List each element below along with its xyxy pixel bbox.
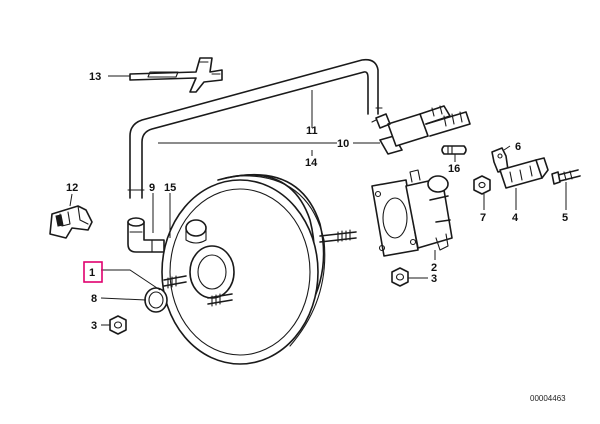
callout-3-left: 3 <box>91 320 97 332</box>
callout-6: 6 <box>515 141 521 153</box>
callout-2: 2 <box>431 262 437 274</box>
part-4-vacuum-sensor[interactable] <box>499 157 549 189</box>
part-9-elbow-connector[interactable] <box>127 217 165 253</box>
callout-4: 4 <box>512 212 519 224</box>
callout-5: 5 <box>562 212 568 224</box>
part-3-nut-right[interactable] <box>391 267 409 287</box>
part-11-vacuum-hose[interactable] <box>127 58 383 199</box>
part-13-bracket[interactable] <box>129 57 223 93</box>
callout-7: 7 <box>480 212 486 224</box>
callout-12: 12 <box>66 182 78 194</box>
callout-9: 9 <box>149 182 155 194</box>
callout-14: 14 <box>305 157 318 169</box>
diagram-reference-number: 00004463 <box>530 394 566 403</box>
part-10-check-valve[interactable] <box>371 105 471 155</box>
leader-lines <box>69 75 567 326</box>
part-8-o-ring[interactable] <box>144 287 168 313</box>
callout-15: 15 <box>164 182 176 194</box>
part-16-pin[interactable] <box>441 145 467 155</box>
callout-1: 1 <box>89 267 95 279</box>
callout-8: 8 <box>91 293 97 305</box>
part-2-flange-mount[interactable] <box>371 169 453 257</box>
callout-10: 10 <box>337 138 349 150</box>
part-1-brake-booster[interactable] <box>161 174 357 365</box>
part-3-nut-left[interactable] <box>109 315 127 335</box>
part-5-fitting[interactable] <box>551 169 581 185</box>
part-7-nut[interactable] <box>473 175 491 195</box>
callouts: 13 11 10 14 16 6 12 9 15 7 4 5 2 3 8 3 1 <box>66 71 568 332</box>
callout-1-highlight <box>83 261 103 283</box>
callout-16: 16 <box>448 163 460 175</box>
callout-13: 13 <box>89 71 101 83</box>
part-12-clip[interactable] <box>49 205 93 239</box>
callout-3-right: 3 <box>431 273 437 285</box>
callout-11: 11 <box>306 125 318 137</box>
